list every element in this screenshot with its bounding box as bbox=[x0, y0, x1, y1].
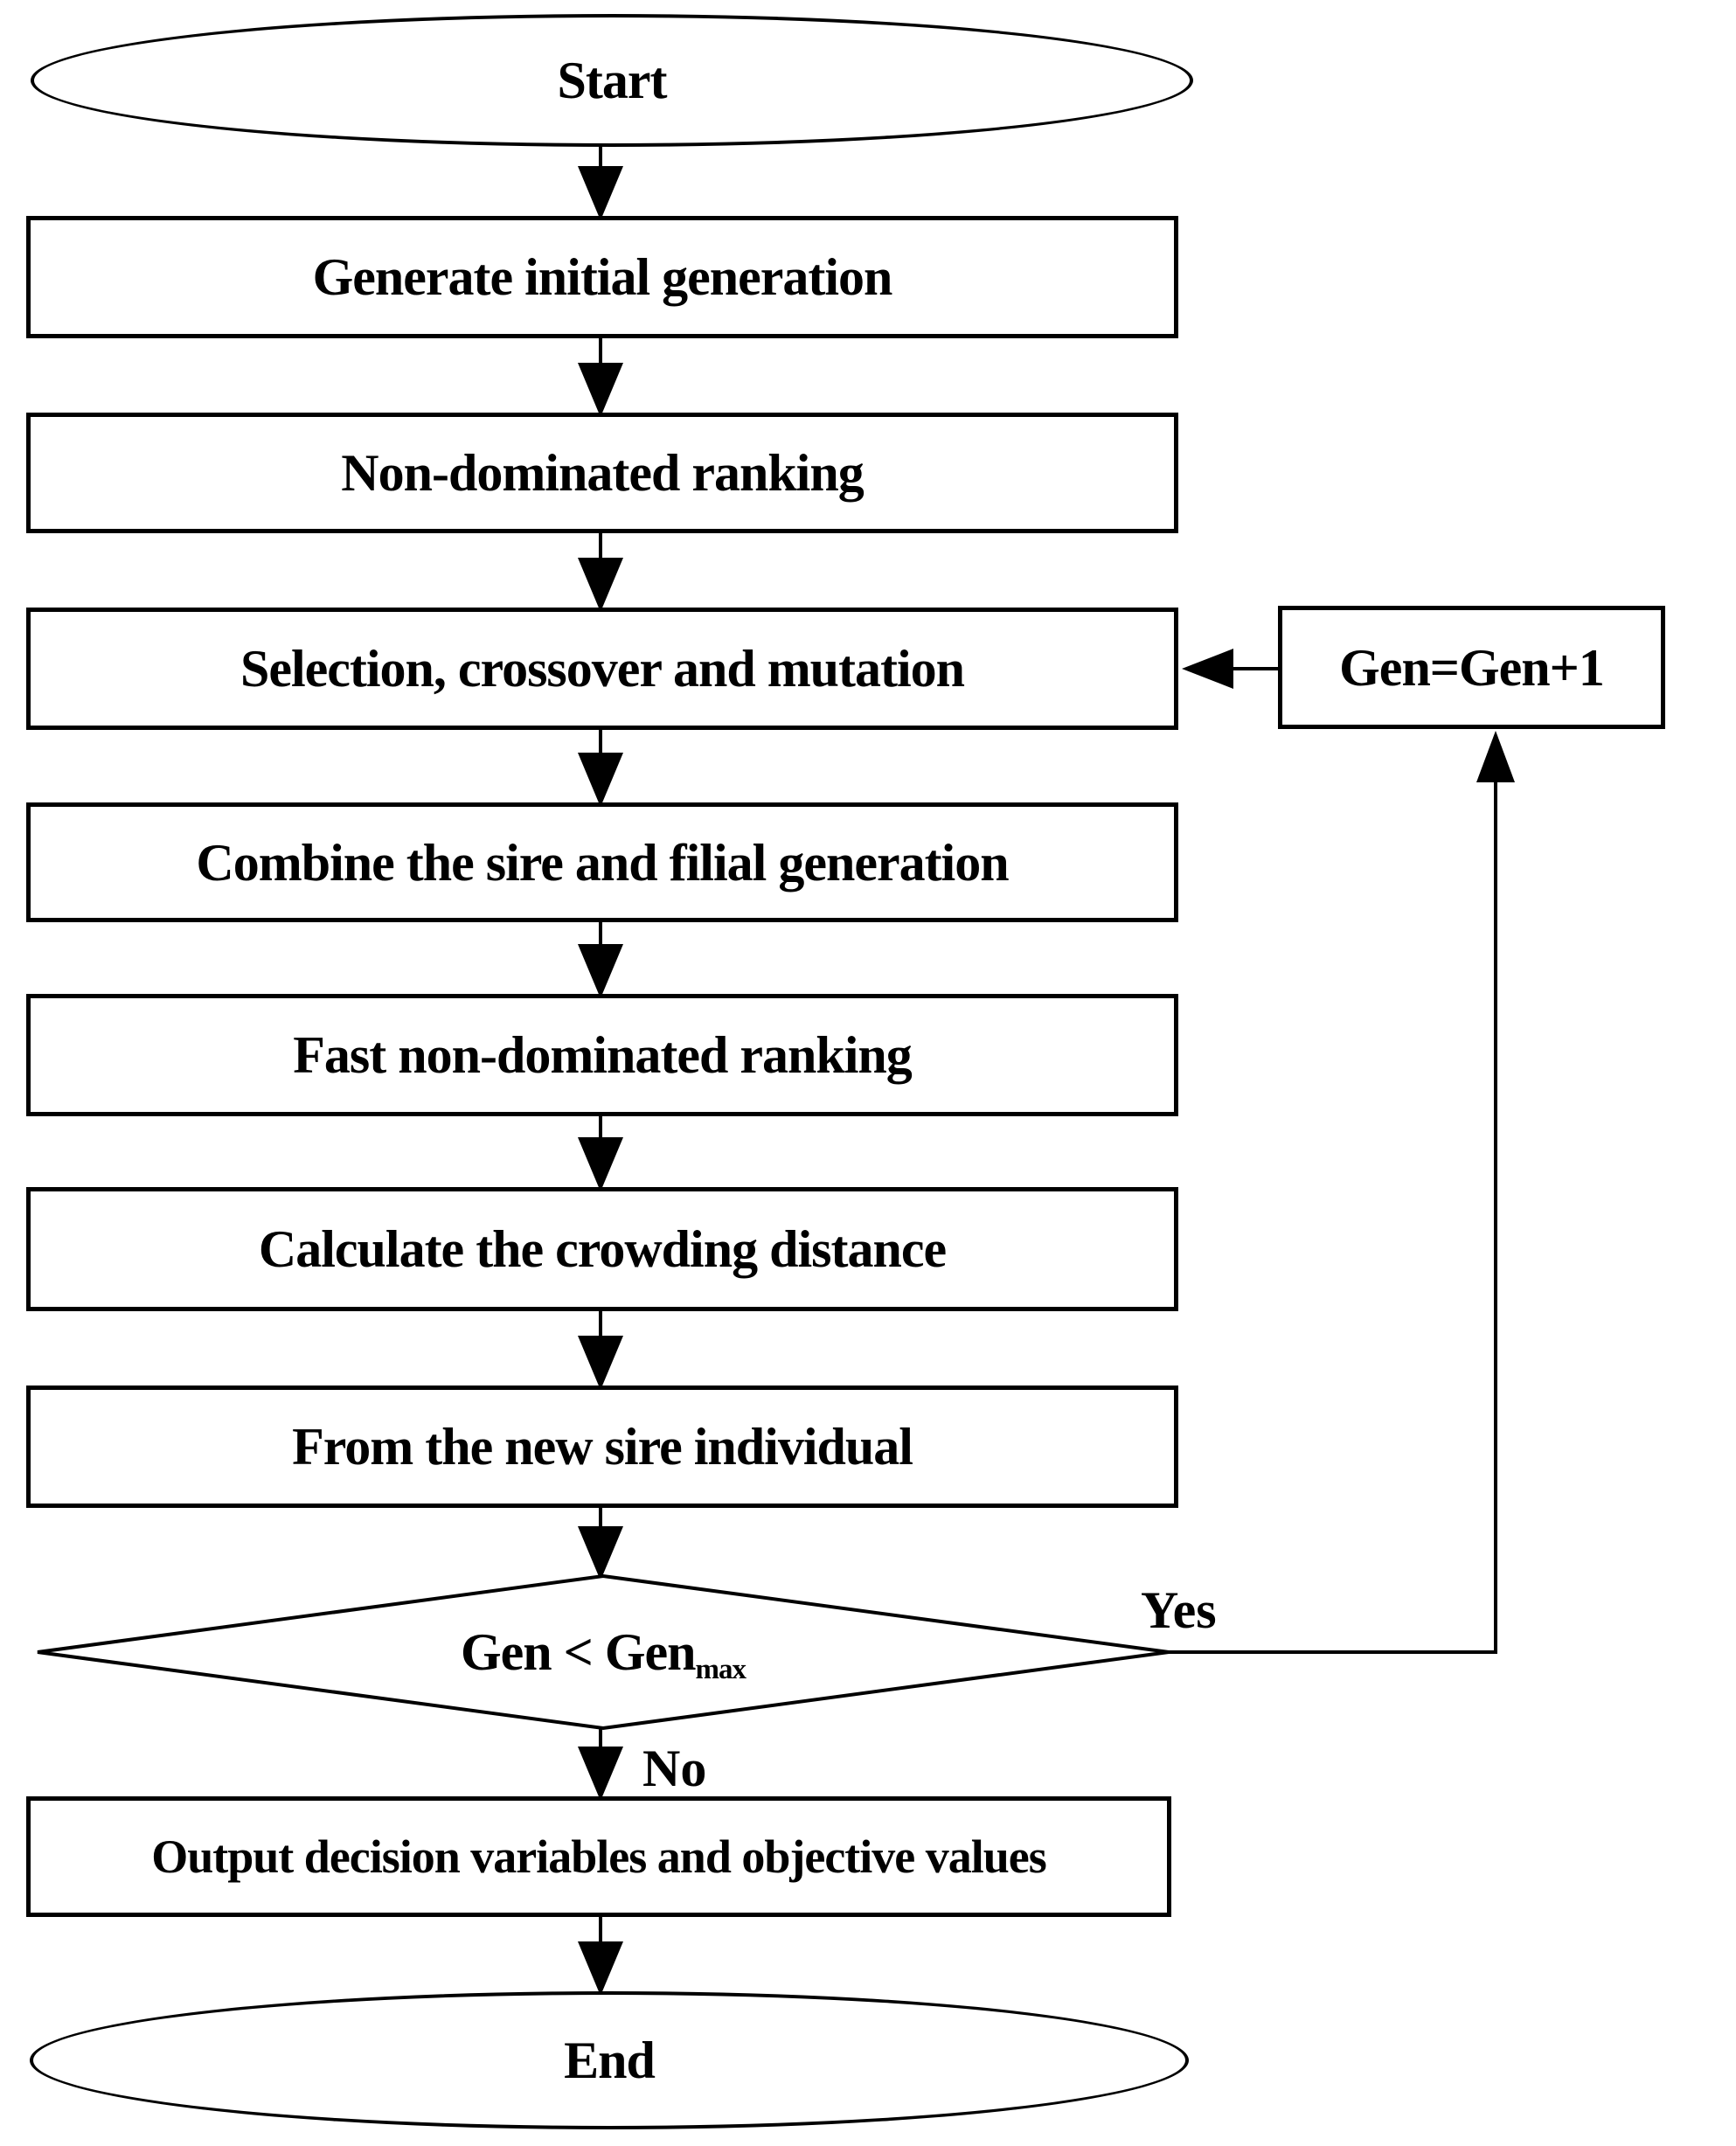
decision-gen-max-label: Gen < Genmax bbox=[131, 1589, 1075, 1715]
process-form-new-sire-individual: From the new sire individual bbox=[26, 1386, 1178, 1508]
decision-diamond-shape bbox=[37, 1573, 1170, 1731]
arrow-ranking-to-selection bbox=[577, 533, 624, 613]
arrow-start-to-generate bbox=[577, 142, 624, 221]
process-label: Combine the sire and filial generation bbox=[196, 833, 1009, 892]
process-calculate-crowding-distance: Calculate the crowding distance bbox=[26, 1187, 1178, 1311]
process-label: Output decision variables and objective … bbox=[151, 1830, 1047, 1883]
arrow-decision-no-to-output bbox=[577, 1728, 624, 1802]
arrow-fast-to-crowding bbox=[577, 1116, 624, 1192]
arrow-combine-to-fast bbox=[577, 922, 624, 999]
process-label: Fast non-dominated ranking bbox=[293, 1026, 912, 1084]
decision-label-main: Gen < Gen bbox=[460, 1623, 697, 1681]
process-label: Non-dominated ranking bbox=[341, 444, 864, 502]
process-fast-non-dominated-ranking: Fast non-dominated ranking bbox=[26, 994, 1178, 1116]
start-label: Start bbox=[557, 52, 668, 109]
process-selection-crossover-mutation: Selection, crossover and mutation bbox=[26, 608, 1178, 730]
arrow-generate-to-ranking bbox=[577, 338, 624, 418]
process-generate-initial-generation: Generate initial generation bbox=[26, 216, 1178, 338]
arrow-gen-increment-to-selection bbox=[1182, 649, 1278, 689]
end-terminator: End bbox=[30, 1991, 1189, 2129]
arrow-newsire-to-decision bbox=[577, 1508, 624, 1581]
start-terminator: Start bbox=[31, 14, 1193, 147]
process-combine-sire-filial-generation: Combine the sire and filial generation bbox=[26, 802, 1178, 922]
process-label: From the new sire individual bbox=[292, 1418, 913, 1476]
process-non-dominated-ranking: Non-dominated ranking bbox=[26, 413, 1178, 533]
decision-label-subscript: max bbox=[695, 1653, 746, 1685]
arrow-output-to-end bbox=[577, 1917, 624, 1997]
arrow-crowding-to-newsire bbox=[577, 1311, 624, 1391]
arrow-decision-yes-to-gen-increment bbox=[1169, 731, 1515, 1654]
arrow-selection-to-combine bbox=[577, 730, 624, 808]
edge-label-yes: Yes bbox=[1141, 1581, 1217, 1639]
end-label: End bbox=[564, 2031, 656, 2089]
process-gen-increment: Gen=Gen+1 bbox=[1278, 606, 1665, 729]
edge-label-no: No bbox=[642, 1740, 707, 1797]
process-label: Selection, crossover and mutation bbox=[240, 640, 965, 698]
process-label: Calculate the crowding distance bbox=[258, 1220, 947, 1278]
process-label: Generate initial generation bbox=[312, 248, 893, 306]
process-output-decision-variables: Output decision variables and objective … bbox=[26, 1796, 1171, 1917]
process-label: Gen=Gen+1 bbox=[1339, 638, 1605, 697]
